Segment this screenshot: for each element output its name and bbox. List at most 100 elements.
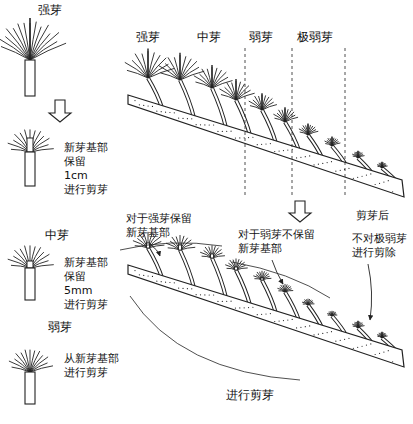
label-line: 剪芽后 bbox=[356, 209, 389, 223]
bud-stem bbox=[25, 60, 35, 96]
bark-dot bbox=[279, 150, 280, 151]
pine-needle bbox=[285, 290, 293, 292]
main-branch bbox=[128, 265, 404, 367]
bark-dot bbox=[357, 347, 358, 348]
pine-needle bbox=[382, 332, 383, 338]
label-line: 进行剪芽 bbox=[64, 183, 108, 197]
bark-dot bbox=[274, 321, 275, 322]
label-line: 保留 bbox=[64, 270, 108, 284]
label-line: 1cm bbox=[64, 169, 108, 183]
label-line: 进行剪芽 bbox=[226, 388, 274, 402]
pine-needle bbox=[281, 285, 285, 292]
bark-dot bbox=[178, 288, 179, 289]
bark-dot bbox=[379, 353, 380, 354]
bark-dot bbox=[361, 346, 362, 347]
bark-dot bbox=[309, 325, 310, 326]
bark-dot bbox=[279, 320, 280, 321]
bark-dot bbox=[331, 161, 332, 162]
bark-dot bbox=[178, 118, 179, 119]
bark-dot bbox=[169, 112, 170, 113]
bud-stub bbox=[261, 278, 264, 280]
label-holder: 弱芽 bbox=[249, 30, 273, 44]
pine-needle bbox=[382, 162, 383, 168]
label-text: 新芽基部 保留 5mm 进行剪芽 bbox=[64, 256, 108, 312]
bark-dot bbox=[235, 307, 236, 308]
label-holder: 从新芽基部 进行剪芽 bbox=[64, 352, 119, 380]
bark-dot bbox=[222, 301, 223, 302]
bark-dot bbox=[196, 124, 197, 125]
pine-needle bbox=[382, 166, 388, 168]
pine-needle bbox=[6, 29, 30, 60]
bark-dot bbox=[292, 319, 293, 320]
bark-dot bbox=[187, 118, 188, 119]
bark-dot bbox=[322, 333, 323, 334]
pine-needle bbox=[358, 151, 359, 158]
bark-dot bbox=[340, 170, 341, 171]
bark-dot bbox=[134, 100, 135, 101]
label-line: 新芽基部 bbox=[64, 256, 108, 270]
bark-dot bbox=[143, 105, 144, 106]
pine-needle bbox=[308, 131, 318, 135]
bark-dot bbox=[182, 118, 183, 119]
bark-dot bbox=[283, 320, 284, 321]
bark-dot bbox=[361, 176, 362, 177]
main-branch bbox=[128, 95, 404, 197]
label-line: 不对极弱芽 bbox=[352, 232, 407, 246]
pine-needle bbox=[24, 23, 30, 60]
pine-needle bbox=[329, 311, 332, 316]
pine-needle bbox=[308, 304, 314, 305]
divider-line bbox=[345, 48, 346, 198]
bark-dot bbox=[200, 294, 201, 295]
pine-needle bbox=[212, 245, 213, 258]
pine-needle bbox=[262, 105, 277, 110]
label-line: 保留 bbox=[64, 155, 108, 169]
leader-arrow bbox=[150, 244, 160, 256]
label-text: 中芽 bbox=[197, 30, 221, 44]
label-line: 进行剪芽 bbox=[64, 366, 119, 380]
pine-needle bbox=[25, 350, 30, 372]
label-line: 弱芽 bbox=[249, 30, 273, 44]
bark-dot bbox=[169, 282, 170, 283]
label-holder: 中芽 bbox=[45, 228, 69, 242]
label-text: 剪芽后 bbox=[356, 209, 389, 223]
pine-needle bbox=[21, 353, 30, 372]
bark-dot bbox=[244, 307, 245, 308]
bud-examples bbox=[0, 18, 66, 372]
bark-dot bbox=[392, 361, 393, 362]
bark-dot bbox=[196, 294, 197, 295]
label-text: 弱芽 bbox=[249, 30, 273, 44]
bark-dot bbox=[217, 131, 218, 132]
bark-dot bbox=[366, 345, 367, 346]
pine-needle bbox=[279, 110, 285, 122]
bark-dot bbox=[370, 173, 371, 174]
label-text: 对于强芽保留 新芽基部 bbox=[126, 212, 192, 240]
bark-dot bbox=[353, 178, 354, 179]
pine-needle bbox=[142, 54, 148, 78]
label-holder: 不对极弱芽 进行剪除 bbox=[352, 232, 407, 260]
bark-dot bbox=[230, 301, 231, 302]
bark-dot bbox=[300, 327, 301, 328]
bark-dot bbox=[222, 131, 223, 132]
label-text: 中芽 bbox=[45, 228, 69, 242]
label-holder: 弱芽 bbox=[48, 320, 72, 334]
label-holder: 对于强芽保留 新芽基部 bbox=[126, 212, 192, 240]
new-bud bbox=[179, 53, 180, 80]
label-holder: 剪芽后 bbox=[356, 209, 389, 223]
new-bud bbox=[235, 79, 236, 100]
bark-dot bbox=[257, 314, 258, 315]
bark-dot bbox=[200, 124, 201, 125]
label-text: 新芽基部 保留 1cm 进行剪芽 bbox=[64, 141, 108, 197]
bark-dot bbox=[375, 184, 376, 185]
pine-needle bbox=[382, 336, 388, 338]
pine-needle bbox=[255, 96, 262, 110]
branch bbox=[125, 49, 404, 197]
bark-dot bbox=[134, 270, 135, 271]
bark-dot bbox=[139, 104, 140, 105]
label-line: 强芽 bbox=[136, 30, 160, 44]
bark-dot bbox=[239, 307, 240, 308]
new-bud bbox=[331, 137, 332, 146]
bark-dot bbox=[348, 338, 349, 339]
label-line: 弱芽 bbox=[48, 320, 72, 334]
